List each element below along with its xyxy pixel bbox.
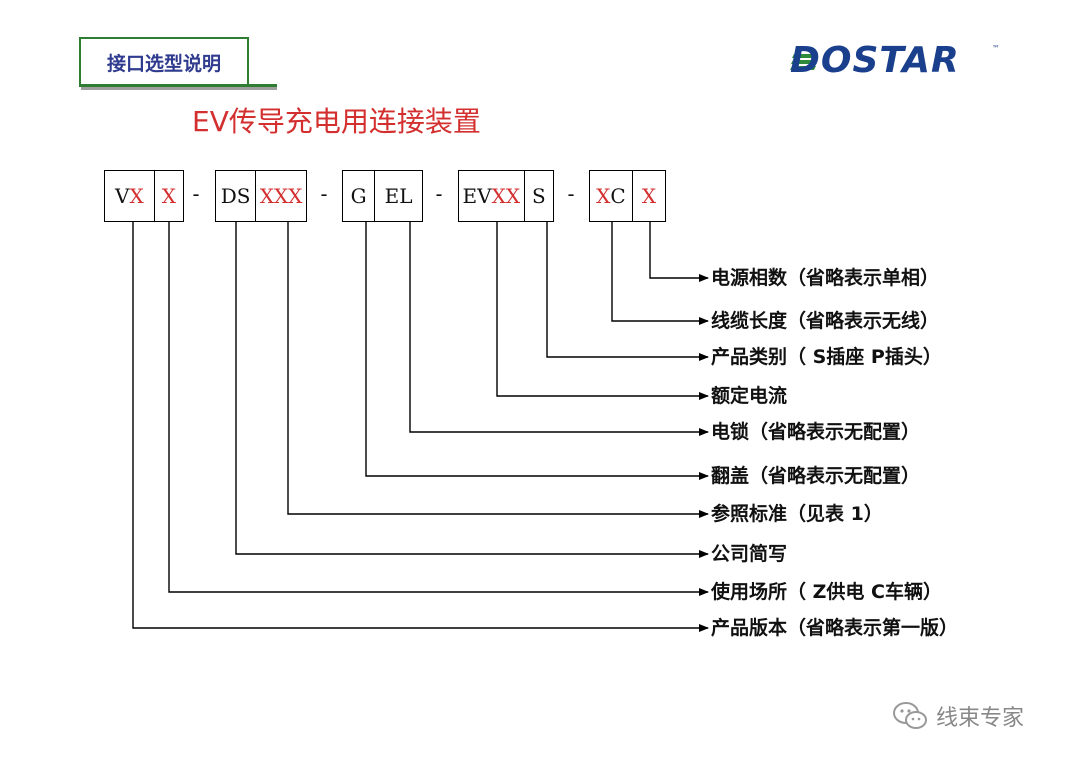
code-cell: DS [216, 171, 255, 221]
label-cable-length: 线缆长度（省略表示无线） [711, 310, 940, 332]
leader-version [132, 222, 709, 632]
watermark: 线束专家 [892, 698, 1052, 734]
logo-stripes-icon [790, 54, 818, 70]
leader-cable-length [611, 222, 709, 325]
code-char: X [641, 184, 657, 208]
code-separator: - [433, 182, 446, 206]
code-group-company: DS XXX [215, 170, 307, 222]
leader-company [235, 222, 709, 558]
label-rated-current: 额定电流 [711, 385, 788, 407]
code-char: X [129, 184, 144, 208]
page-title: EV传导充电用连接装置 [192, 105, 481, 138]
label-version: 产品版本（省略表示第一版） [711, 617, 959, 639]
code-cell: XXX [255, 171, 306, 221]
code-char: X [161, 184, 176, 208]
header-tab: 接口选型说明 [79, 37, 249, 85]
code-char: XX [491, 184, 521, 208]
leader-phase [649, 222, 709, 282]
label-standard: 参照标准（见表 1） [711, 503, 883, 525]
code-cell: G [343, 171, 374, 221]
code-char: EL [384, 184, 413, 208]
code-char: XXX [259, 184, 303, 208]
code-char: V [115, 184, 130, 208]
wechat-icon [893, 702, 927, 729]
code-cell: EL [374, 171, 422, 221]
code-char: S [531, 184, 546, 208]
code-char: G [350, 184, 367, 208]
label-phase: 电源相数（省略表示单相） [711, 267, 940, 289]
header-tab-shadow [81, 84, 277, 90]
code-char: EV [462, 184, 492, 208]
leader-standard [287, 222, 709, 518]
logo-trademark: ™ [992, 44, 1000, 53]
code-group-config: G EL [342, 170, 423, 222]
label-product-type: 产品类别（ S插座 P插头） [711, 346, 942, 368]
header-tab-underline [79, 84, 277, 87]
code-separator: - [318, 182, 331, 206]
logo-text: DOSTAR [790, 40, 960, 81]
leader-cover [365, 222, 709, 480]
label-lock: 电锁（省略表示无配置） [711, 421, 921, 443]
code-separator: - [190, 182, 203, 206]
watermark-text: 线束专家 [936, 706, 1025, 731]
leader-location [168, 222, 709, 596]
code-char: DS [220, 184, 251, 208]
code-cell: X [631, 171, 665, 221]
code-char: C [610, 184, 626, 208]
label-cover: 翻盖（省略表示无配置） [711, 465, 921, 487]
code-cell: S [523, 171, 553, 221]
dostar-logo: DOSTAR ™ [790, 40, 1000, 85]
code-char: X [596, 184, 611, 208]
leader-rated-current [496, 222, 709, 400]
code-cell: X [153, 171, 183, 221]
header-tab-label: 接口选型说明 [106, 53, 221, 75]
leader-product-type [546, 222, 709, 361]
leader-lock [409, 222, 709, 436]
code-separator: - [565, 182, 578, 206]
label-company: 公司简写 [711, 543, 788, 565]
label-location: 使用场所（ Z供电 C车辆） [711, 581, 942, 603]
